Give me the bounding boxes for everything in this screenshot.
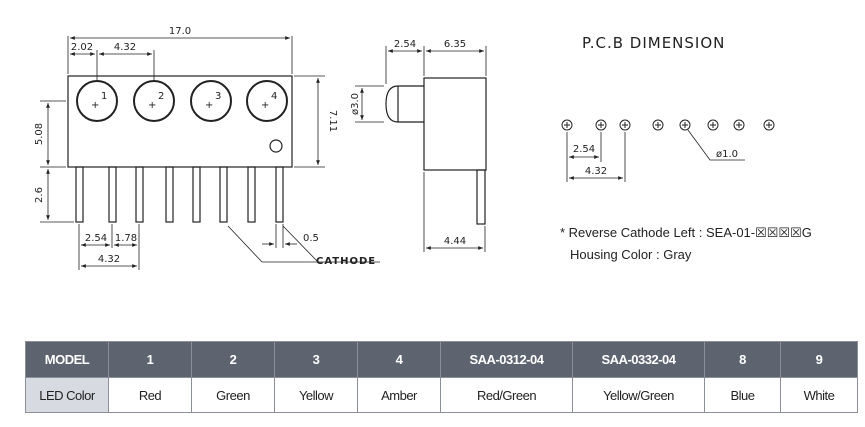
dim-pin-width: 0.5 — [303, 233, 319, 244]
color-cell: Blue — [704, 377, 781, 413]
led-1-plus: + — [91, 100, 99, 111]
model-cell: SAA-0332-04 — [572, 341, 705, 378]
dim-lead-length: 2.6 — [34, 187, 45, 203]
header-label: MODEL — [25, 341, 109, 378]
spec-header-row: MODEL 1 2 3 4 SAA-0312-04 SAA-0332-04 8 … — [25, 341, 858, 378]
led-3-number: 3 — [215, 91, 221, 102]
pcb-dim-group-pitch: 4.32 — [585, 166, 607, 177]
dim-first-offset: 2.02 — [71, 42, 93, 53]
led-4-number: 4 — [271, 91, 277, 102]
color-cell: Amber — [357, 377, 441, 413]
led-3-plus: + — [205, 100, 213, 111]
dim-lens-protrusion: 2.54 — [394, 39, 416, 50]
model-cell: 4 — [357, 341, 441, 378]
dim-lens-diameter: ø3.0 — [350, 93, 361, 115]
pins — [75, 166, 284, 223]
front-view — [40, 36, 380, 270]
dim-body-height: 7.11 — [327, 110, 338, 132]
led-4-plus: + — [261, 100, 269, 111]
color-cell: Yellow/Green — [572, 377, 705, 413]
polarity-dot — [269, 139, 283, 153]
pcb-dim-hole: ø1.0 — [716, 149, 738, 160]
dim-lead-offset: 4.44 — [444, 236, 466, 247]
led-2 — [133, 80, 175, 122]
spec-table: MODEL 1 2 3 4 SAA-0312-04 SAA-0332-04 8 … — [25, 341, 858, 413]
color-cell: Green — [191, 377, 275, 413]
model-cell: 1 — [108, 341, 192, 378]
spec-color-row: LED Color Red Green Yellow Amber Red/Gre… — [25, 377, 858, 413]
model-cell: 2 — [191, 341, 275, 378]
color-cell: Red/Green — [440, 377, 573, 413]
side-view-labels: 2.54 6.35 ø3.0 4.44 — [350, 39, 466, 247]
front-view-labels: 17.0 2.02 4.32 5.08 2.6 7.11 2.54 1.78 4… — [34, 26, 376, 267]
pcb-dimensions — [566, 129, 745, 182]
led-1-number: 1 — [101, 91, 107, 102]
model-cell: 3 — [274, 341, 358, 378]
note-housing-color: Housing Color : Gray — [570, 247, 692, 262]
pcb-title: P.C.B DIMENSION — [582, 34, 725, 52]
side-view — [355, 46, 487, 252]
dim-body-depth: 6.35 — [444, 39, 466, 50]
led-lens-side — [385, 85, 424, 123]
led-2-number: 2 — [158, 91, 164, 102]
note-reverse-cathode: * Reverse Cathode Left : SEA-01-☒☒☒☒G — [560, 225, 812, 240]
color-cell: White — [780, 377, 858, 413]
dim-pin-gap: 1.78 — [115, 233, 137, 244]
pcb-labels: 2.54 4.32 ø1.0 — [573, 144, 738, 177]
dim-led-pitch: 4.32 — [114, 42, 136, 53]
model-cell: 8 — [704, 341, 781, 378]
cathode-label: CATHODE — [316, 256, 376, 267]
led-2-plus: + — [148, 100, 156, 111]
led-4 — [246, 80, 288, 122]
model-cell: SAA-0312-04 — [440, 341, 573, 378]
color-cell: Red — [108, 377, 192, 413]
led-3 — [190, 80, 232, 122]
pcb-holes — [561, 119, 775, 131]
lead-side — [476, 169, 486, 225]
dim-led-height: 5.08 — [34, 123, 45, 145]
dim-pin-pitch: 2.54 — [85, 233, 107, 244]
dim-overall-width: 17.0 — [169, 26, 191, 37]
pcb-dim-pitch: 2.54 — [573, 144, 595, 155]
row-label: LED Color — [25, 377, 109, 413]
dim-pin-group-pitch: 4.32 — [98, 254, 120, 265]
housing-side — [423, 77, 487, 171]
housing-front — [67, 75, 293, 168]
color-cell: Yellow — [274, 377, 358, 413]
model-cell: 9 — [780, 341, 858, 378]
led-1 — [76, 80, 118, 122]
